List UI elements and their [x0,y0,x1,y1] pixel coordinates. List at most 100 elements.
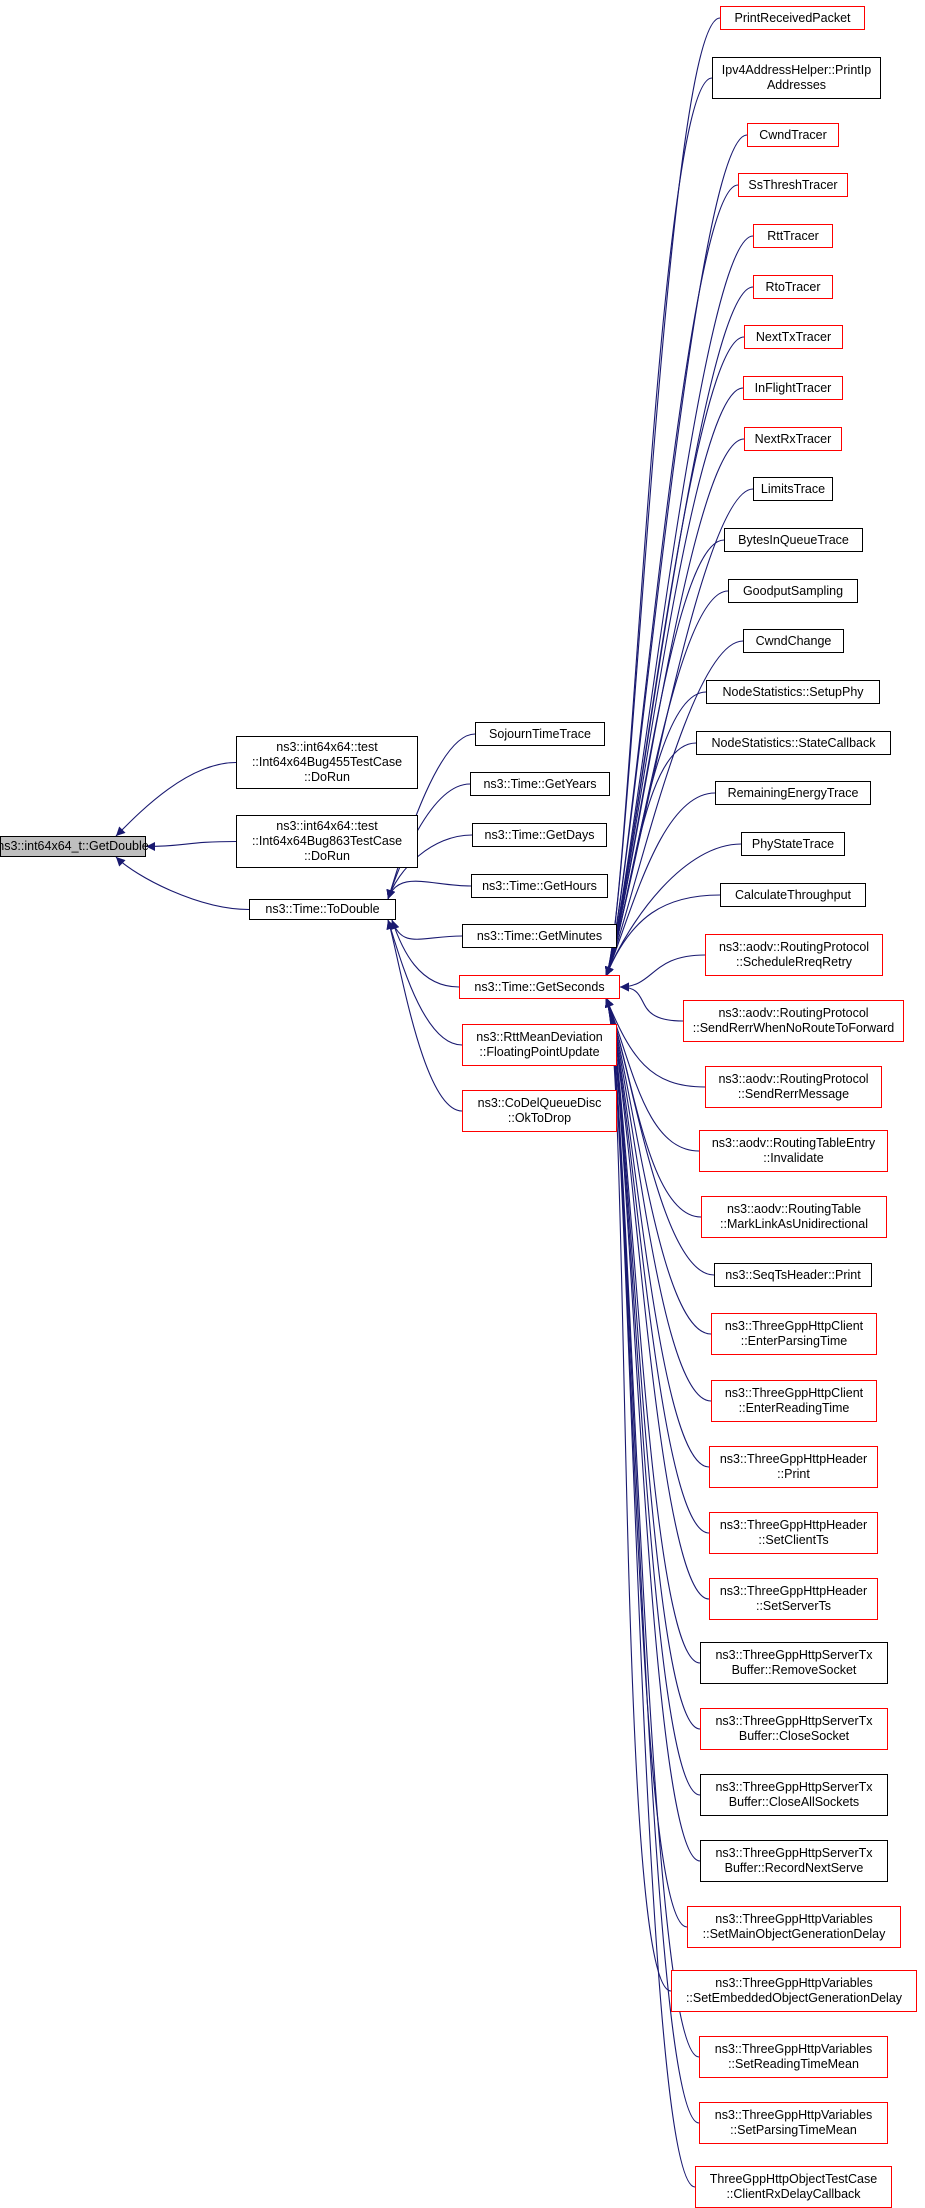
node-time-getseconds[interactable]: ns3::Time::GetSeconds [459,975,620,999]
node-label-line: PhyStateTrace [751,836,835,851]
node-label-line: ::Int64x64Bug863TestCase [251,834,403,848]
node-label-line: ns3::aodv::RoutingProtocol [718,1072,869,1086]
edge-remainingenergytrace-to-time-getseconds [605,792,716,977]
node-int64x64-t-getdouble: ns3::int64x64_t::GetDouble [0,836,149,857]
edge-threegpphttpobjecttestcase-clientrxdelaycallback-to-time-getseconds [605,997,696,2188]
node-label-line: Addresses [766,78,827,92]
node-label-line: ns3::int64x64::test [276,740,378,754]
node-threegpphttpvariables-setmainobjectgenerationdelay[interactable]: ns3::ThreeGppHttpVariables::SetMainObjec… [687,1906,901,1948]
node-phystatetrace[interactable]: PhyStateTrace [741,832,845,856]
node-nodestatistics-statecallback[interactable]: NodeStatistics::StateCallback [696,731,891,755]
node-label-line: Buffer::RecordNextServe [724,1861,864,1875]
node-label-line: ::MarkLinkAsUnidirectional [720,1217,868,1231]
node-label-line: ns3::SeqTsHeader::Print [725,1267,861,1282]
node-rtttracer[interactable]: RttTracer [753,224,833,248]
node-aodv-routingprotocol-schedulerreqretry[interactable]: ns3::aodv::RoutingProtocol::ScheduleRreq… [705,934,883,976]
node-threegpphttpclient-enterreadingtime[interactable]: ns3::ThreeGppHttpClient::EnterReadingTim… [711,1380,877,1422]
node-aodv-routingprotocol-sendrerrwhennoroutetoforward[interactable]: ns3::aodv::RoutingProtocol::SendRerrWhen… [683,1000,904,1042]
node-label-line: PrintReceivedPacket [734,10,851,25]
node-label-line: ::FloatingPointUpdate [479,1045,600,1059]
node-label-line: ns3::Time::GetMinutes [476,928,603,943]
node-label-line: ns3::int64x64_t::GetDouble [0,839,149,853]
node-label-line: ns3::ThreeGppHttpVariables [714,2108,873,2122]
node-limitstrace[interactable]: LimitsTrace [753,477,833,501]
node-label-line: ns3::ThreeGppHttpVariables [714,2042,873,2056]
node-nodestatistics-setupphy[interactable]: NodeStatistics::SetupPhy [706,680,880,704]
node-threegpphttpvariables-setembeddedobjectgenerationdelay[interactable]: ns3::ThreeGppHttpVariables::SetEmbeddedO… [671,1970,917,2012]
node-label-line: ns3::ThreeGppHttpHeader [719,1518,868,1532]
node-label-line: ns3::ThreeGppHttpClient [724,1319,864,1333]
edge-int64x64-test-int64x64bug455testcase-dorun-to-int64x64-t-getdouble [115,761,237,837]
node-aodv-routingtable-marklinkasunidirectional[interactable]: ns3::aodv::RoutingTable::MarkLinkAsUnidi… [701,1196,887,1238]
node-printreceivedpacket[interactable]: PrintReceivedPacket [720,6,865,30]
node-time-gethours[interactable]: ns3::Time::GetHours [471,874,608,898]
node-nexttxtracer[interactable]: NextTxTracer [744,325,843,349]
node-int64x64-test-int64x64bug863testcase-dorun[interactable]: ns3::int64x64::test::Int64x64Bug863TestC… [236,815,418,868]
edge-int64x64-test-int64x64bug863testcase-dorun-to-int64x64-t-getdouble [145,840,237,851]
node-label-line: ns3::ThreeGppHttpClient [724,1386,864,1400]
node-label-line: ::ScheduleRreqRetry [735,955,853,969]
node-aodv-routingtableentry-invalidate[interactable]: ns3::aodv::RoutingTableEntry::Invalidate [699,1130,888,1172]
node-label-line: ThreeGppHttpObjectTestCase [709,2172,878,2186]
node-rttmeandeviation-floatingpointupdate[interactable]: ns3::RttMeanDeviation::FloatingPointUpda… [462,1024,617,1066]
node-nextrxtracer[interactable]: NextRxTracer [744,427,842,451]
node-codelqueuedisc-oktodrop[interactable]: ns3::CoDelQueueDisc::OkToDrop [462,1090,617,1132]
node-label-line: ::SetClientTs [758,1533,829,1547]
node-sojourntimetrace[interactable]: SojournTimeTrace [475,722,605,746]
node-cwndtracer[interactable]: CwndTracer [747,123,839,147]
node-ssthreshtracer[interactable]: SsThreshTracer [738,173,848,197]
node-label-line: Buffer::CloseSocket [738,1729,850,1743]
node-label-line: ns3::ThreeGppHttpServerTx [715,1846,873,1860]
node-label-line: LimitsTrace [760,481,826,496]
node-label-line: NextTxTracer [755,329,832,344]
node-label-line: ns3::Time::GetHours [482,878,597,893]
node-threegpphttpheader-setserverts[interactable]: ns3::ThreeGppHttpHeader::SetServerTs [709,1578,878,1620]
node-label-line: RttTracer [767,228,819,243]
node-time-getminutes[interactable]: ns3::Time::GetMinutes [462,924,617,948]
node-label-line: ::Print [777,1467,810,1481]
node-goodputsampling[interactable]: GoodputSampling [728,579,858,603]
node-label-line: ::SetServerTs [755,1599,832,1613]
node-label-line: CwndTracer [759,127,827,142]
node-label-line: BytesInQueueTrace [738,532,849,547]
node-label-line: ns3::ThreeGppHttpServerTx [715,1714,873,1728]
node-label-line: ::SetReadingTimeMean [728,2057,859,2071]
node-label-line: Buffer::RemoveSocket [731,1663,857,1677]
node-threegpphttpheader-setclientts[interactable]: ns3::ThreeGppHttpHeader::SetClientTs [709,1512,878,1554]
node-label-line: ::ClientRxDelayCallback [726,2187,861,2201]
node-label-line: RtoTracer [765,279,821,294]
node-rtotracer[interactable]: RtoTracer [753,275,833,299]
node-label-line: ::OkToDrop [507,1111,572,1125]
node-seqtsheader-print[interactable]: ns3::SeqTsHeader::Print [714,1263,872,1287]
node-threegpphttpvariables-setparsingtimemean[interactable]: ns3::ThreeGppHttpVariables::SetParsingTi… [699,2102,888,2144]
node-label-line: ns3::aodv::RoutingProtocol [718,940,870,954]
node-bytesinqueuetrace[interactable]: BytesInQueueTrace [724,528,863,552]
edge-bytesinqueuetrace-to-time-getseconds [605,539,725,977]
node-aodv-routingprotocol-sendrerrmessage[interactable]: ns3::aodv::RoutingProtocol::SendRerrMess… [705,1066,882,1108]
node-cwndchange[interactable]: CwndChange [743,629,844,653]
node-label-line: ns3::Time::ToDouble [265,902,380,916]
node-threegpphttpobjecttestcase-clientrxdelaycallback[interactable]: ThreeGppHttpObjectTestCase::ClientRxDela… [695,2166,892,2208]
node-label-line: ns3::Time::GetDays [484,827,595,842]
node-threegpphttpvariables-setreadingtimemean[interactable]: ns3::ThreeGppHttpVariables::SetReadingTi… [699,2036,888,2078]
node-inflighttracer[interactable]: InFlightTracer [743,376,843,400]
node-calculatethroughput[interactable]: CalculateThroughput [720,883,866,907]
node-time-getyears[interactable]: ns3::Time::GetYears [470,772,610,796]
node-time-getdays[interactable]: ns3::Time::GetDays [472,823,607,847]
node-int64x64-test-int64x64bug455testcase-dorun[interactable]: ns3::int64x64::test::Int64x64Bug455TestC… [236,736,418,789]
edge-calculatethroughput-to-time-getseconds [605,894,721,977]
node-label-line: ::DoRun [304,770,350,784]
edge-ssthreshtracer-to-time-getseconds [605,184,739,977]
node-time-todouble[interactable]: ns3::Time::ToDouble [249,899,396,920]
node-threegpphttpclient-enterparsingtime[interactable]: ns3::ThreeGppHttpClient::EnterParsingTim… [711,1313,877,1355]
node-remainingenergytrace[interactable]: RemainingEnergyTrace [715,781,871,805]
node-label-line: NodeStatistics::StateCallback [711,735,876,750]
node-threegpphttpheader-print[interactable]: ns3::ThreeGppHttpHeader::Print [709,1446,878,1488]
edge-cwndchange-to-time-getseconds [605,640,744,977]
node-label-line: ns3::int64x64::test [276,819,378,833]
